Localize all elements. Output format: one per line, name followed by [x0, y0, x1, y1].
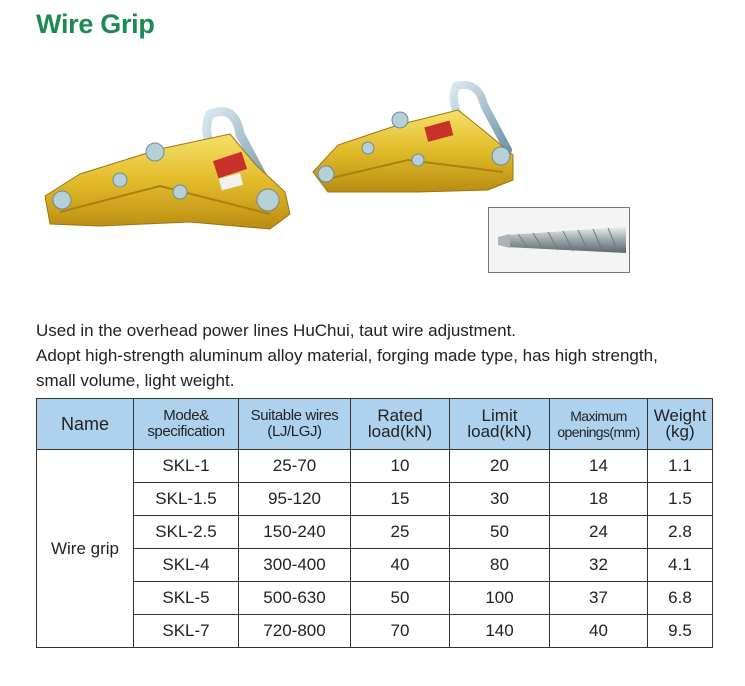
table-cell: 50 — [449, 515, 550, 549]
table-cell: 500-630 — [238, 581, 351, 615]
table-cell: 50 — [350, 581, 450, 615]
table-cell: 2.8 — [647, 515, 713, 549]
table-cell: SKL-1 — [133, 449, 239, 483]
table-row: SKL-1.5 95-120 15 30 18 1.5 — [37, 482, 713, 516]
table-cell: 150-240 — [238, 515, 351, 549]
table-cell: 1.5 — [647, 482, 713, 516]
table-cell: 32 — [549, 548, 648, 582]
table-cell: 40 — [549, 614, 648, 648]
table-row: SKL-5 500-630 50 100 37 6.8 — [37, 581, 713, 615]
table-cell: 1.1 — [647, 449, 713, 483]
table-cell: 30 — [449, 482, 550, 516]
page-title: Wire Grip — [36, 9, 155, 39]
table-row: Wire grip SKL-1 25-70 10 20 14 1.1 — [36, 449, 713, 648]
column-header-name: Name — [36, 398, 134, 450]
description-line: small volume, light weight. — [36, 371, 235, 390]
table-cell: SKL-5 — [133, 581, 239, 615]
table-cell: 18 — [549, 482, 648, 516]
table-cell: 15 — [350, 482, 450, 516]
table-cell: 20 — [449, 449, 550, 483]
table-cell: 80 — [449, 548, 550, 582]
product-description: Used in the overhead power lines HuChui,… — [36, 318, 736, 393]
table-cell: 6.8 — [647, 581, 713, 615]
description-line: Used in the overhead power lines HuChui,… — [36, 321, 517, 340]
table-row: SKL-2.5 150-240 25 50 24 2.8 — [37, 515, 713, 549]
group-name-cell: Wire grip — [36, 449, 134, 648]
table-cell: 10 — [350, 449, 450, 483]
table-cell: SKL-1.5 — [133, 482, 239, 516]
table-cell: 25-70 — [238, 449, 351, 483]
table-header-row: Name Mode&specification Suitable wires(L… — [36, 398, 713, 450]
wire-grip-large-photo — [44, 107, 291, 230]
table-cell: 95-120 — [238, 482, 351, 516]
table-row: SKL-7 720-800 70 140 40 9.5 — [37, 614, 713, 648]
column-header-model: Mode&specification — [133, 398, 239, 450]
table-cell: 40 — [350, 548, 450, 582]
table-cell: 140 — [449, 614, 550, 648]
table-cell: 37 — [549, 581, 648, 615]
table-cell: 720-800 — [238, 614, 351, 648]
table-cell: 24 — [549, 515, 648, 549]
table-cell: 25 — [350, 515, 450, 549]
column-header-suitable-wires: Suitable wires(LJ/LGJ) — [238, 398, 351, 450]
column-header-weight: Weight(kg) — [647, 398, 713, 450]
table-cell: SKL-4 — [133, 548, 239, 582]
table-cell: 70 — [350, 614, 450, 648]
table-row: SKL-4 300-400 40 80 32 4.1 — [37, 548, 713, 582]
stranded-cable-photo — [488, 207, 630, 273]
description-line: Adopt high-strength aluminum alloy mater… — [36, 346, 658, 365]
table-cell: 9.5 — [647, 614, 713, 648]
table-cell: SKL-7 — [133, 614, 239, 648]
table-cell: SKL-2.5 — [133, 515, 239, 549]
specification-table: Name Mode&specification Suitable wires(L… — [36, 398, 713, 648]
table-cell: 100 — [449, 581, 550, 615]
table-cell: 300-400 — [238, 548, 351, 582]
wire-grip-small-photo — [312, 80, 514, 193]
table-cell: 14 — [549, 449, 648, 483]
table-cell: 4.1 — [647, 548, 713, 582]
